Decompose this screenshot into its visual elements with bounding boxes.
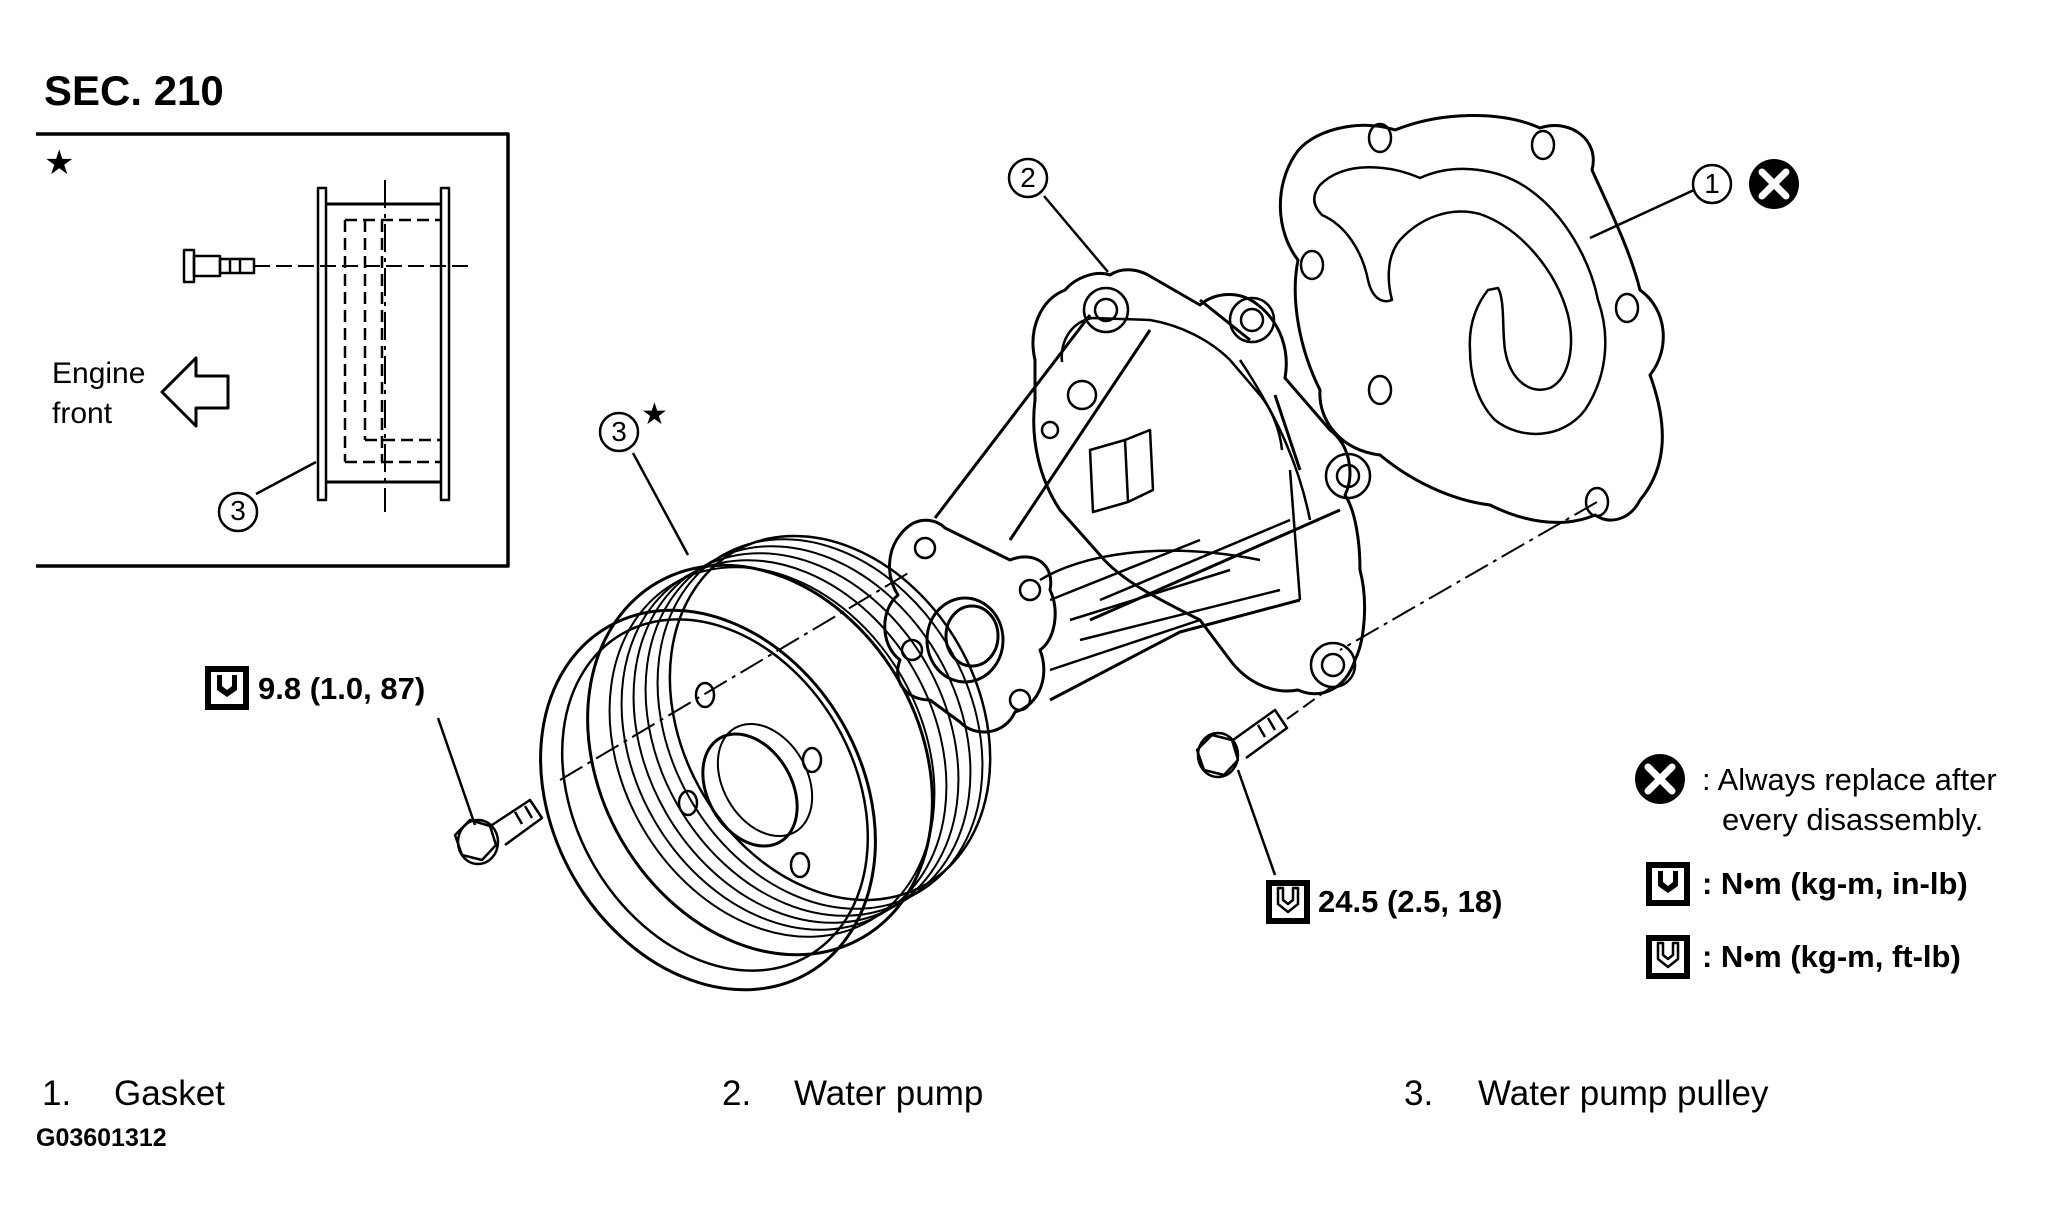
part-name-3: Water pump pulley	[1478, 1074, 1769, 1113]
water-pump-bolt	[1195, 687, 1331, 876]
legend-replace-line1: : Always replace after	[1702, 762, 1997, 797]
pump-bolt-torque: 24.5 (2.5, 18)	[1318, 884, 1503, 919]
legend-replace-line2: every disassembly.	[1722, 802, 1984, 837]
legend-torque-in-lb-icon	[1646, 862, 1690, 906]
part-num-2: 2.	[722, 1074, 752, 1113]
part-num-1: 1.	[42, 1074, 72, 1113]
figure-code: G03601312	[36, 1124, 167, 1152]
pulley-detail-inset	[36, 132, 510, 568]
callout-circle-3	[598, 411, 640, 453]
section-label: SEC. 210	[44, 67, 224, 114]
inset-star-icon: ★	[44, 144, 75, 182]
callout-circle-1	[1691, 163, 1733, 205]
legend-torque-in-lb: : N•m (kg-m, in-lb)	[1702, 866, 1968, 901]
inset-bolt	[182, 248, 256, 284]
pulley-star-icon: ★	[641, 398, 668, 431]
part-name-1: Gasket	[114, 1074, 225, 1113]
part-num-3: 3.	[1404, 1074, 1434, 1113]
pulley-bolt	[436, 717, 544, 866]
torque-ft-lb-icon	[1266, 880, 1310, 924]
engine-front-label: Engine front	[52, 357, 146, 430]
pulley-bolt-torque: 9.8 (1.0, 87)	[258, 671, 426, 706]
callout-3: 3	[611, 416, 627, 447]
callout-1: 1	[1704, 168, 1720, 199]
callout-circle-2	[1007, 157, 1049, 199]
torque-in-lb-icon	[205, 666, 249, 710]
legend-torque-ft-lb-icon	[1646, 935, 1690, 979]
water-pump-drawing	[883, 195, 1372, 734]
callout-2: 2	[1020, 162, 1036, 193]
legend-torque-ft-lb: : N•m (kg-m, ft-lb)	[1702, 939, 1961, 974]
replace-x-icon	[1749, 159, 1799, 209]
inset-callout-3: 3	[230, 495, 246, 526]
replace-x-legend-icon	[1635, 754, 1685, 804]
water-pump-pulley-drawing	[539, 452, 992, 992]
engine-front-arrow-icon	[160, 356, 230, 428]
part-name-2: Water pump	[794, 1074, 984, 1113]
gasket-drawing	[1278, 113, 1665, 524]
